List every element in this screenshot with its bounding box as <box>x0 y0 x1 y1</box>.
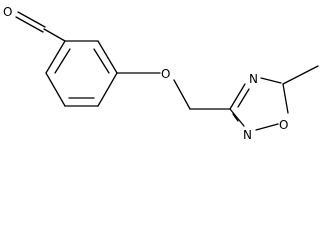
structure-diagram: O O N O N <box>3 5 319 142</box>
oxadiazole-n2-c3-inner-bond <box>232 113 239 122</box>
oxadiazole-n2-c3-bond <box>229 108 245 127</box>
methyl-bond <box>282 65 319 85</box>
oxadiazole-c3-n4-inner-bond <box>237 88 250 108</box>
oxadiazole-o1-n2-bond <box>255 123 279 131</box>
benzene-inner-bond-1 <box>54 48 71 74</box>
molecule-drawing: O O N O N <box>3 5 319 142</box>
aldehyde-co-double-bond-b <box>15 16 44 33</box>
benzene-bond-5 <box>45 72 66 107</box>
benzene-bond-6 <box>45 40 66 74</box>
aldehyde-oxygen-label: O <box>3 5 12 19</box>
ether-oxygen-ch2-bond <box>173 79 191 110</box>
oxadiazole-c3-n4-bond <box>229 83 246 110</box>
benzene-bond-3 <box>97 72 118 107</box>
oxadiazole-n4-c5-bond <box>260 77 282 84</box>
oxadiazole-nitrogen-bottom-label: N <box>243 128 252 142</box>
oxadiazole-c5-o1-bond <box>282 83 289 114</box>
aldehyde-c-ring-bond <box>43 28 66 42</box>
oxadiazole-nitrogen-top-label: N <box>249 72 258 86</box>
oxadiazole-oxygen-label: O <box>279 118 288 132</box>
benzene-bond-2 <box>97 40 118 74</box>
ether-oxygen-label: O <box>161 67 170 81</box>
benzene-inner-bond-3 <box>93 48 110 74</box>
aldehyde-co-double-bond-a <box>17 11 46 28</box>
